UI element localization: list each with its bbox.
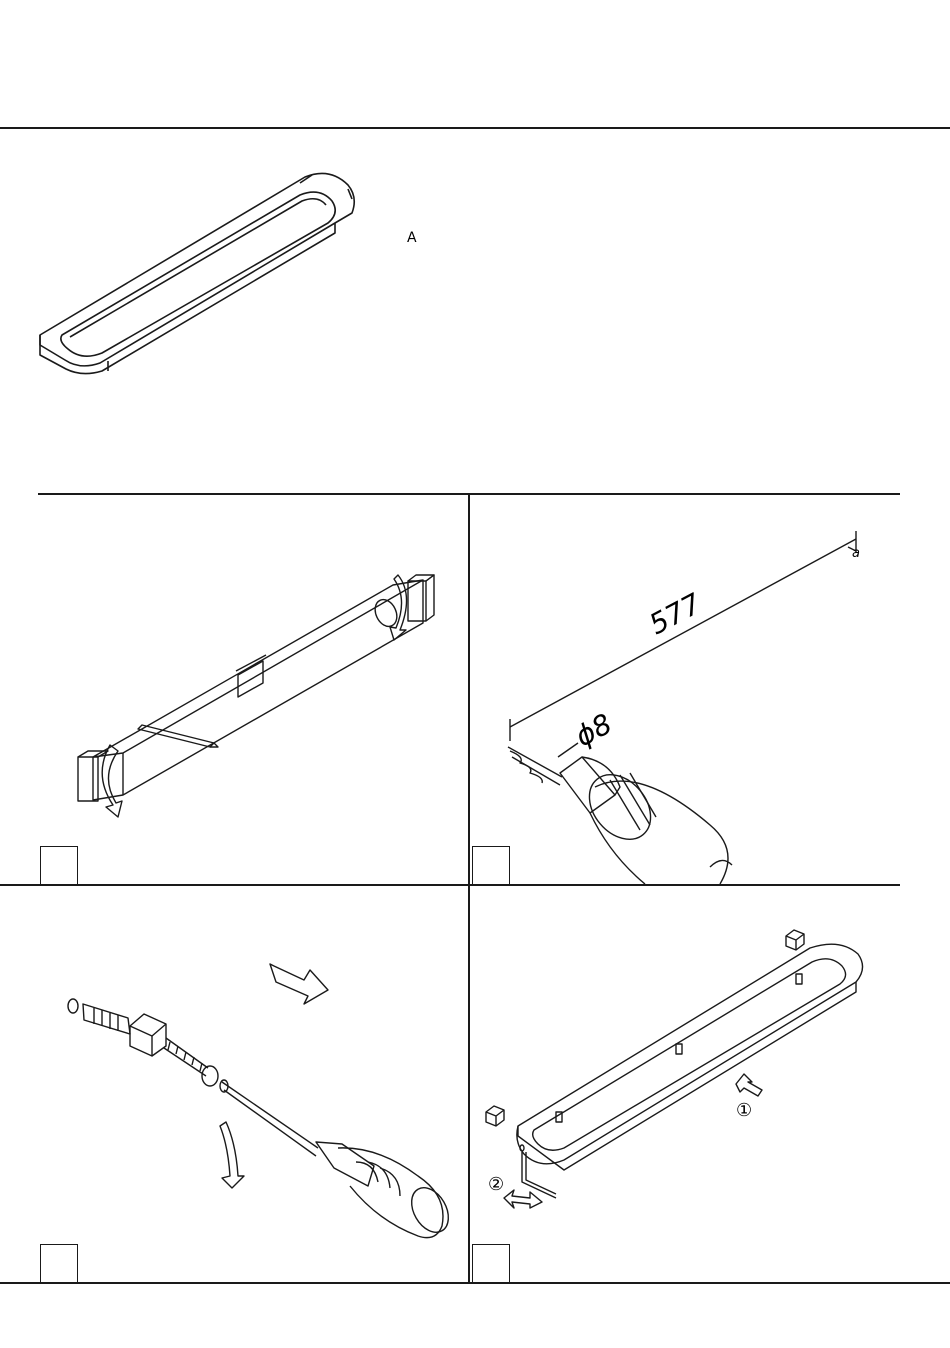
dimension-577: 577 [644, 587, 707, 641]
screw-illustration [38, 886, 468, 1282]
step-1-panel [38, 495, 468, 884]
callout-1: ① [736, 1100, 752, 1121]
drill-diameter-8: ϕ8 [570, 707, 618, 753]
step-4-panel: ① ② [470, 886, 900, 1282]
spirit-level-illustration [38, 495, 468, 884]
step-3-panel [38, 886, 468, 1282]
step-1-number-box [40, 846, 78, 884]
header-rule [0, 127, 950, 129]
step-3-number-box [40, 1244, 78, 1282]
callout-2: ② [488, 1174, 504, 1195]
part-label-a: A [407, 230, 417, 246]
step-2-number-box [472, 846, 510, 884]
step-4-number-box [472, 1244, 510, 1282]
mark-a: a [852, 546, 860, 561]
drill-illustration: 577 ϕ8 a [470, 495, 900, 884]
step-2-panel: 577 ϕ8 a [470, 495, 900, 884]
shelf-product-illustration [30, 165, 370, 375]
shelf-mounting-illustration: ① ② [470, 886, 900, 1282]
grid-rule-bottom [0, 1282, 950, 1284]
